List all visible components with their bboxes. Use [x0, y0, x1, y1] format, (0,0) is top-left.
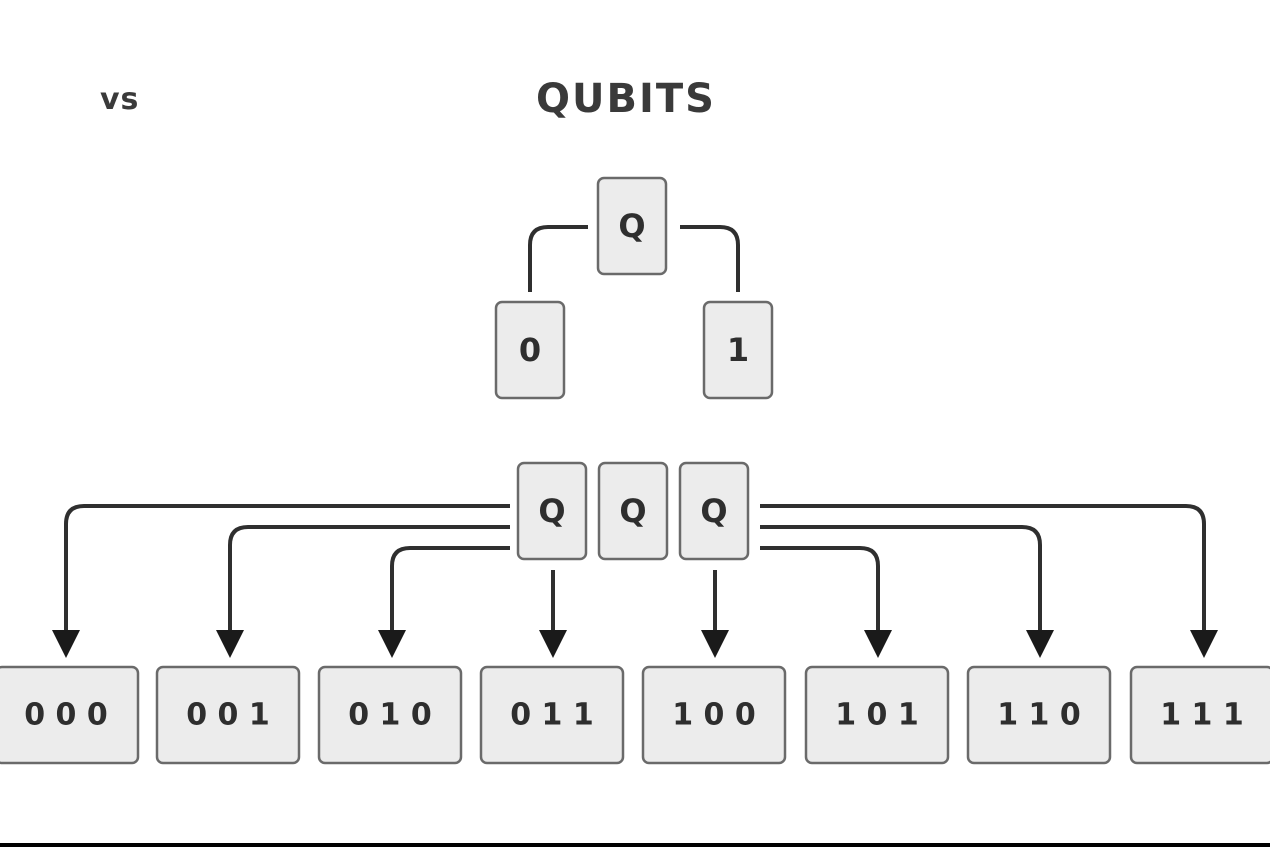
state-box-100: 1 0 0: [641, 665, 787, 765]
connector-110: [760, 525, 1042, 632]
arrowhead-110: [1026, 630, 1054, 658]
state-label-111: 1 1 1: [1160, 698, 1244, 733]
arrowhead-001: [216, 630, 244, 658]
register-qubit-label-2: Q: [619, 492, 646, 530]
register-connectors: [64, 504, 1206, 632]
arrowhead-011: [539, 630, 567, 658]
outcome-box-1: 1: [702, 300, 774, 400]
arrowhead-111: [1190, 630, 1218, 658]
arrowhead-000: [52, 630, 80, 658]
qubits-title: QUBITS: [536, 76, 716, 122]
connector-101: [760, 546, 880, 632]
outcome-box-0: 0: [494, 300, 566, 400]
state-box-110: 1 1 0: [966, 665, 1112, 765]
connector-q-to-0: [528, 225, 588, 292]
state-label-000: 0 0 0: [24, 698, 108, 733]
single-qubit-connectors: [528, 225, 740, 292]
register-qubit-label-3: Q: [700, 492, 727, 530]
state-box-000: 0 0 0: [0, 665, 140, 765]
arrowhead-100: [701, 630, 729, 658]
connector-000: [64, 504, 510, 632]
register-qubit-label-1: Q: [538, 492, 565, 530]
state-label-110: 1 1 0: [997, 698, 1081, 733]
outcome-label-0: 0: [519, 331, 541, 369]
vs-label: vs: [100, 82, 140, 117]
arrowhead-010: [378, 630, 406, 658]
state-box-111: 1 1 1: [1129, 665, 1270, 765]
register-qubit-3: Q: [678, 461, 750, 561]
register-qubit-2: Q: [597, 461, 669, 561]
state-label-101: 1 0 1: [835, 698, 919, 733]
connector-q-to-1: [680, 225, 740, 292]
connector-111: [760, 504, 1206, 632]
arrowhead-101: [864, 630, 892, 658]
state-label-011: 0 1 1: [510, 698, 594, 733]
outcome-label-1: 1: [727, 331, 749, 369]
state-box-011: 0 1 1: [479, 665, 625, 765]
bottom-divider: [0, 843, 1270, 847]
state-box-010: 0 1 0: [317, 665, 463, 765]
single-qubit-box: Q: [596, 176, 668, 276]
single-qubit-label: Q: [618, 207, 645, 245]
state-label-100: 1 0 0: [672, 698, 756, 733]
state-label-001: 0 0 1: [186, 698, 270, 733]
connector-010: [390, 546, 510, 632]
state-box-001: 0 0 1: [155, 665, 301, 765]
state-box-101: 1 0 1: [804, 665, 950, 765]
state-label-010: 0 1 0: [348, 698, 432, 733]
connector-001: [228, 525, 510, 632]
register-arrowheads: [52, 630, 1218, 658]
register-qubit-1: Q: [516, 461, 588, 561]
